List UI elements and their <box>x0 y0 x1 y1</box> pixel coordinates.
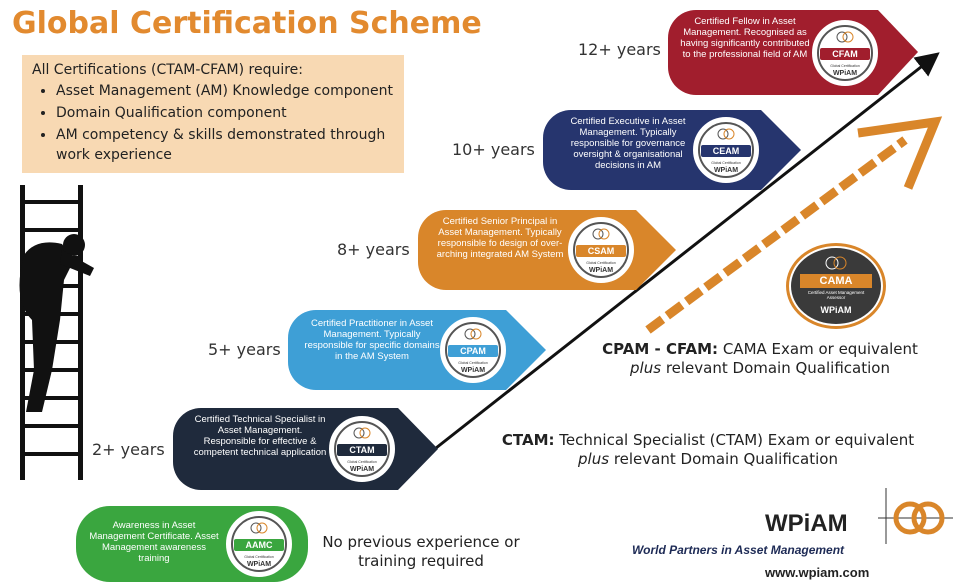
csam-code: CSAM <box>576 245 626 257</box>
ctam-code: CTAM <box>337 444 387 456</box>
cpam-badge: Certified Practitioner in Asset Manageme… <box>288 310 546 390</box>
cpam-cfam-label: CPAM - CFAM: <box>602 340 719 358</box>
cfam-badge: Certified Fellow in Asset Management. Re… <box>668 10 918 95</box>
aamc-code: AAMC <box>234 539 284 551</box>
website-url: www.wpiam.com <box>765 565 870 580</box>
cpam-seal: CPAM Global Certification WPiAM <box>440 317 506 383</box>
page-title: Global Certification Scheme <box>12 6 482 41</box>
cama-code: CAMA <box>800 274 872 288</box>
wpiam-logo-icon <box>836 31 854 43</box>
cpam-cfam-requirement: CPAM - CFAM: CAMA Exam or equivalent plu… <box>580 340 940 378</box>
ctam-requirement: CTAM: Technical Specialist (CTAM) Exam o… <box>478 431 938 469</box>
requirement-item: Domain Qualification component <box>56 103 394 123</box>
aamc-description: Awareness in Asset Management Certificat… <box>89 520 219 564</box>
aamc-badge: Awareness in Asset Management Certificat… <box>76 506 308 582</box>
wpiam-logo-icon <box>878 488 953 544</box>
wpiam-logo-icon <box>353 427 371 439</box>
ctam-line1: Technical Specialist (CTAM) Exam or equi… <box>559 431 915 449</box>
ctam-seal: CTAM Global Certification WPiAM <box>329 416 395 482</box>
brand-name: WPiAM <box>765 510 848 537</box>
csam-badge: Certified Senior Principal in Asset Mana… <box>418 210 676 290</box>
seal-subtitle: Global Certification <box>347 460 377 464</box>
black-arrow <box>435 52 940 450</box>
requirement-item: AM competency & skills demonstrated thro… <box>56 125 394 165</box>
requirements-heading: All Certifications (CTAM-CFAM) require: <box>32 62 303 78</box>
wpiam-logo-icon <box>592 228 610 240</box>
requirement-item: Asset Management (AM) Knowledge componen… <box>56 81 394 101</box>
years-label: 12+ years <box>578 40 661 59</box>
cpam-cfam-line2: relevant Domain Qualification <box>665 359 890 377</box>
ladder-climber-illustration <box>19 185 94 480</box>
ceam-badge: Certified Executive in Asset Management.… <box>543 110 801 190</box>
aamc-seal: AAMC Global Certification WPiAM <box>226 511 292 577</box>
years-label: 5+ years <box>208 340 281 359</box>
wpiam-logo-icon <box>250 522 268 534</box>
cama-org: WPiAM <box>820 305 852 315</box>
seal-subtitle: Global Certification <box>830 64 860 68</box>
seal-subtitle: Global Certification <box>586 261 616 265</box>
wpiam-logo-icon <box>825 256 847 270</box>
brand-full-name: World Partners in Asset Management <box>632 543 845 557</box>
wpiam-logo-icon <box>717 128 735 140</box>
years-label: 8+ years <box>337 240 410 259</box>
seal-org: WPiAM <box>588 267 614 274</box>
seal-org: WPiAM <box>246 561 272 568</box>
ctam-plus: plus <box>578 450 610 468</box>
ctam-label: CTAM: <box>501 431 555 449</box>
cfam-code: CFAM <box>820 48 870 60</box>
cama-seal: CAMA Certified Asset Management Assessor… <box>786 243 886 329</box>
seal-org: WPiAM <box>832 70 858 77</box>
seal-subtitle: Global Certification <box>711 161 741 165</box>
seal-org: WPiAM <box>713 167 739 174</box>
seal-org: WPiAM <box>349 466 375 473</box>
ctam-description: Certified Technical Specialist in Asset … <box>193 414 327 458</box>
seal-subtitle: Global Certification <box>244 555 274 559</box>
cpam-code: CPAM <box>448 345 498 357</box>
orange-arrow <box>645 136 908 334</box>
cama-subtitle: Certified Asset Management Assessor <box>807 290 865 300</box>
cpam-description: Certified Practitioner in Asset Manageme… <box>304 318 440 362</box>
ctam-line2: relevant Domain Qualification <box>613 450 838 468</box>
ceam-description: Certified Executive in Asset Management.… <box>570 116 686 171</box>
requirements-box: All Certifications (CTAM-CFAM) require: … <box>22 55 404 173</box>
wpiam-logo-icon <box>464 328 482 340</box>
cfam-seal: CFAM Global Certification WPiAM <box>812 20 878 86</box>
seal-subtitle: Global Certification <box>458 361 488 365</box>
csam-description: Certified Senior Principal in Asset Mana… <box>436 216 564 260</box>
requirements-list: Asset Management (AM) Knowledge componen… <box>32 81 394 165</box>
aamc-note: No previous experience or training requi… <box>322 533 520 570</box>
orange-arrowhead <box>857 116 943 190</box>
ctam-badge: Certified Technical Specialist in Asset … <box>173 408 438 490</box>
years-label: 2+ years <box>92 440 165 459</box>
cpam-cfam-plus: plus <box>630 359 662 377</box>
cfam-description: Certified Fellow in Asset Management. Re… <box>680 16 810 60</box>
cpam-cfam-line1: CAMA Exam or equivalent <box>722 340 918 358</box>
years-label: 10+ years <box>452 140 535 159</box>
ceam-code: CEAM <box>701 145 751 157</box>
ceam-seal: CEAM Global Certification WPiAM <box>693 117 759 183</box>
seal-org: WPiAM <box>460 367 486 374</box>
csam-seal: CSAM Global Certification WPiAM <box>568 217 634 283</box>
